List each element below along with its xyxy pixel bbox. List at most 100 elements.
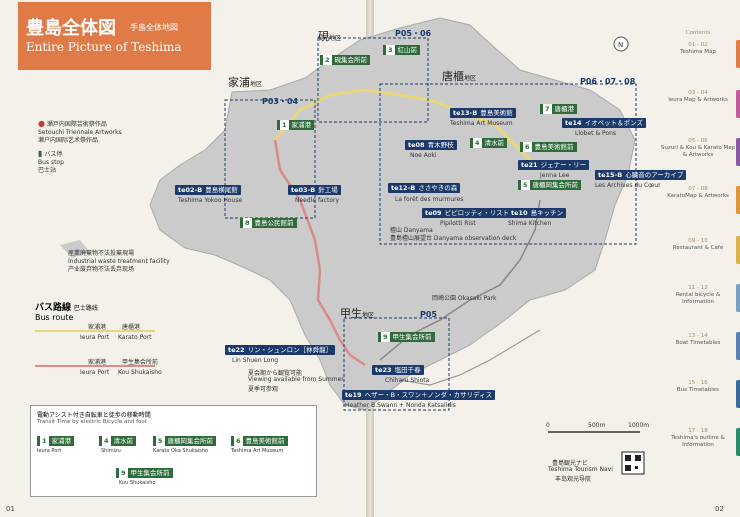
tab-marker-6[interactable] bbox=[736, 284, 740, 312]
kou-area-box bbox=[343, 317, 450, 411]
area-ieura: 家浦地区 bbox=[228, 74, 262, 90]
artwork-te13b-en: Teshima Art Museum bbox=[450, 120, 513, 127]
route2-line bbox=[35, 365, 155, 367]
route1-from-jp: 家浦港 bbox=[88, 324, 107, 331]
tab-marker-9[interactable] bbox=[736, 428, 740, 456]
page-number-right: 02 bbox=[715, 505, 724, 513]
tab-marker-4[interactable] bbox=[736, 186, 740, 214]
toc-header: Contents bbox=[685, 30, 711, 36]
legend-waste-en: Industrial waste treatment facility bbox=[68, 258, 170, 265]
tab-marker-7[interactable] bbox=[736, 332, 740, 360]
bus-stop-8-label: 豊島公民館前 bbox=[254, 219, 294, 227]
artwork-te22-code: te22 bbox=[228, 346, 245, 354]
transit-stop-2-en: Shimizu bbox=[101, 448, 121, 454]
artwork-te09-code: te09 bbox=[425, 209, 442, 217]
route1-line bbox=[35, 330, 155, 332]
artwork-te10-jp: 島キッチン bbox=[530, 209, 564, 217]
route2-from-jp: 家浦港 bbox=[88, 359, 107, 366]
transit-stop-2-num: 4 bbox=[102, 436, 111, 446]
legend-waste: 産業廃棄物不法投棄現場 Industrial waste treatment f… bbox=[68, 250, 170, 274]
bus-stop-2-num: 2 bbox=[323, 55, 332, 65]
tab-marker-1[interactable] bbox=[736, 40, 740, 68]
transit-stop-bottom-label: 甲生集会所前 bbox=[130, 469, 170, 477]
tab-marker-2[interactable] bbox=[736, 90, 740, 118]
artwork-te12b-en: La forêt des murmures bbox=[395, 196, 464, 203]
legend-bus-jp: バス停 bbox=[44, 151, 63, 158]
transit-stop-3-en: Karato Oka Shukaisho bbox=[153, 448, 208, 454]
bus-stop-1-label: 家浦港 bbox=[291, 121, 312, 129]
artwork-te22-jp: リン・シュンロン［林舜龍］ bbox=[247, 346, 333, 354]
bus-route-title-en: Bus route bbox=[35, 313, 74, 322]
area-karato-pages: P06・07・08 bbox=[580, 77, 636, 86]
toc-item-7-label: Boat Timetables bbox=[675, 340, 721, 346]
toc-item-9-num: 17 - 18 bbox=[688, 428, 708, 434]
artwork-te03b-en: Needle factory bbox=[295, 197, 340, 204]
lin-note-cn: 夏季可参观 bbox=[248, 386, 279, 393]
bus-stop-7-label: 唐櫃港 bbox=[554, 105, 575, 113]
tab-marker-8[interactable] bbox=[736, 380, 740, 408]
transit-stop-1-label: 家浦港 bbox=[51, 437, 72, 445]
bus-stop-9-num: 9 bbox=[381, 332, 390, 342]
toc-item-5-label: Restaurant & Cafe bbox=[672, 245, 724, 251]
tab-marker-5[interactable] bbox=[736, 236, 740, 264]
legend-bus: ▮ バス停 Bus stop 巴士站 bbox=[38, 150, 64, 175]
bus-stop-1-num: 1 bbox=[280, 120, 289, 130]
artwork-te09-jp: ピピロッティ・リスト bbox=[444, 209, 510, 217]
artwork-te15b-jp: 心臓音のアーカイブ bbox=[625, 171, 684, 179]
transit-stop-bottom-num: 9 bbox=[119, 468, 128, 478]
bus-stop-6-num: 6 bbox=[523, 142, 532, 152]
route2-to-jp: 甲生集会所前 bbox=[122, 359, 159, 366]
artwork-dot-icon: ● bbox=[38, 119, 45, 128]
tab-marker-3[interactable] bbox=[736, 138, 740, 166]
artwork-te15b-code: te15-B bbox=[598, 171, 623, 179]
transit-stop-1-num: 1 bbox=[40, 436, 49, 446]
artwork-te22-en: Lin Shuen Long bbox=[232, 357, 279, 364]
toc-item-1-label: Teshima Map bbox=[680, 49, 716, 55]
transit-stop-2-label: 清水前 bbox=[113, 437, 134, 445]
route1-to-en: Karato Port bbox=[118, 334, 152, 341]
toc-item-2-num: 03 - 04 bbox=[688, 90, 708, 96]
artwork-te10-en: Shima Kitchen bbox=[508, 220, 552, 227]
tourism-cn: 丰岛观光导航 bbox=[555, 476, 592, 483]
artwork-te15b-en: Les Archives du Cœur bbox=[595, 182, 661, 189]
legend-bus-cn: 巴士站 bbox=[38, 167, 57, 174]
toc-item-3-num: 05 - 06 bbox=[688, 138, 708, 144]
page-number-left: 01 bbox=[6, 505, 15, 513]
bus-stop-icon: ▮ bbox=[38, 149, 43, 158]
area-karato: 唐櫃地区 bbox=[442, 68, 476, 84]
legend-artwork: ● 瀬戸内国際芸術祭作品 Setouchi Triennale Artworks… bbox=[38, 120, 122, 145]
route2-to-en: Kou Shukaisho bbox=[118, 369, 162, 376]
